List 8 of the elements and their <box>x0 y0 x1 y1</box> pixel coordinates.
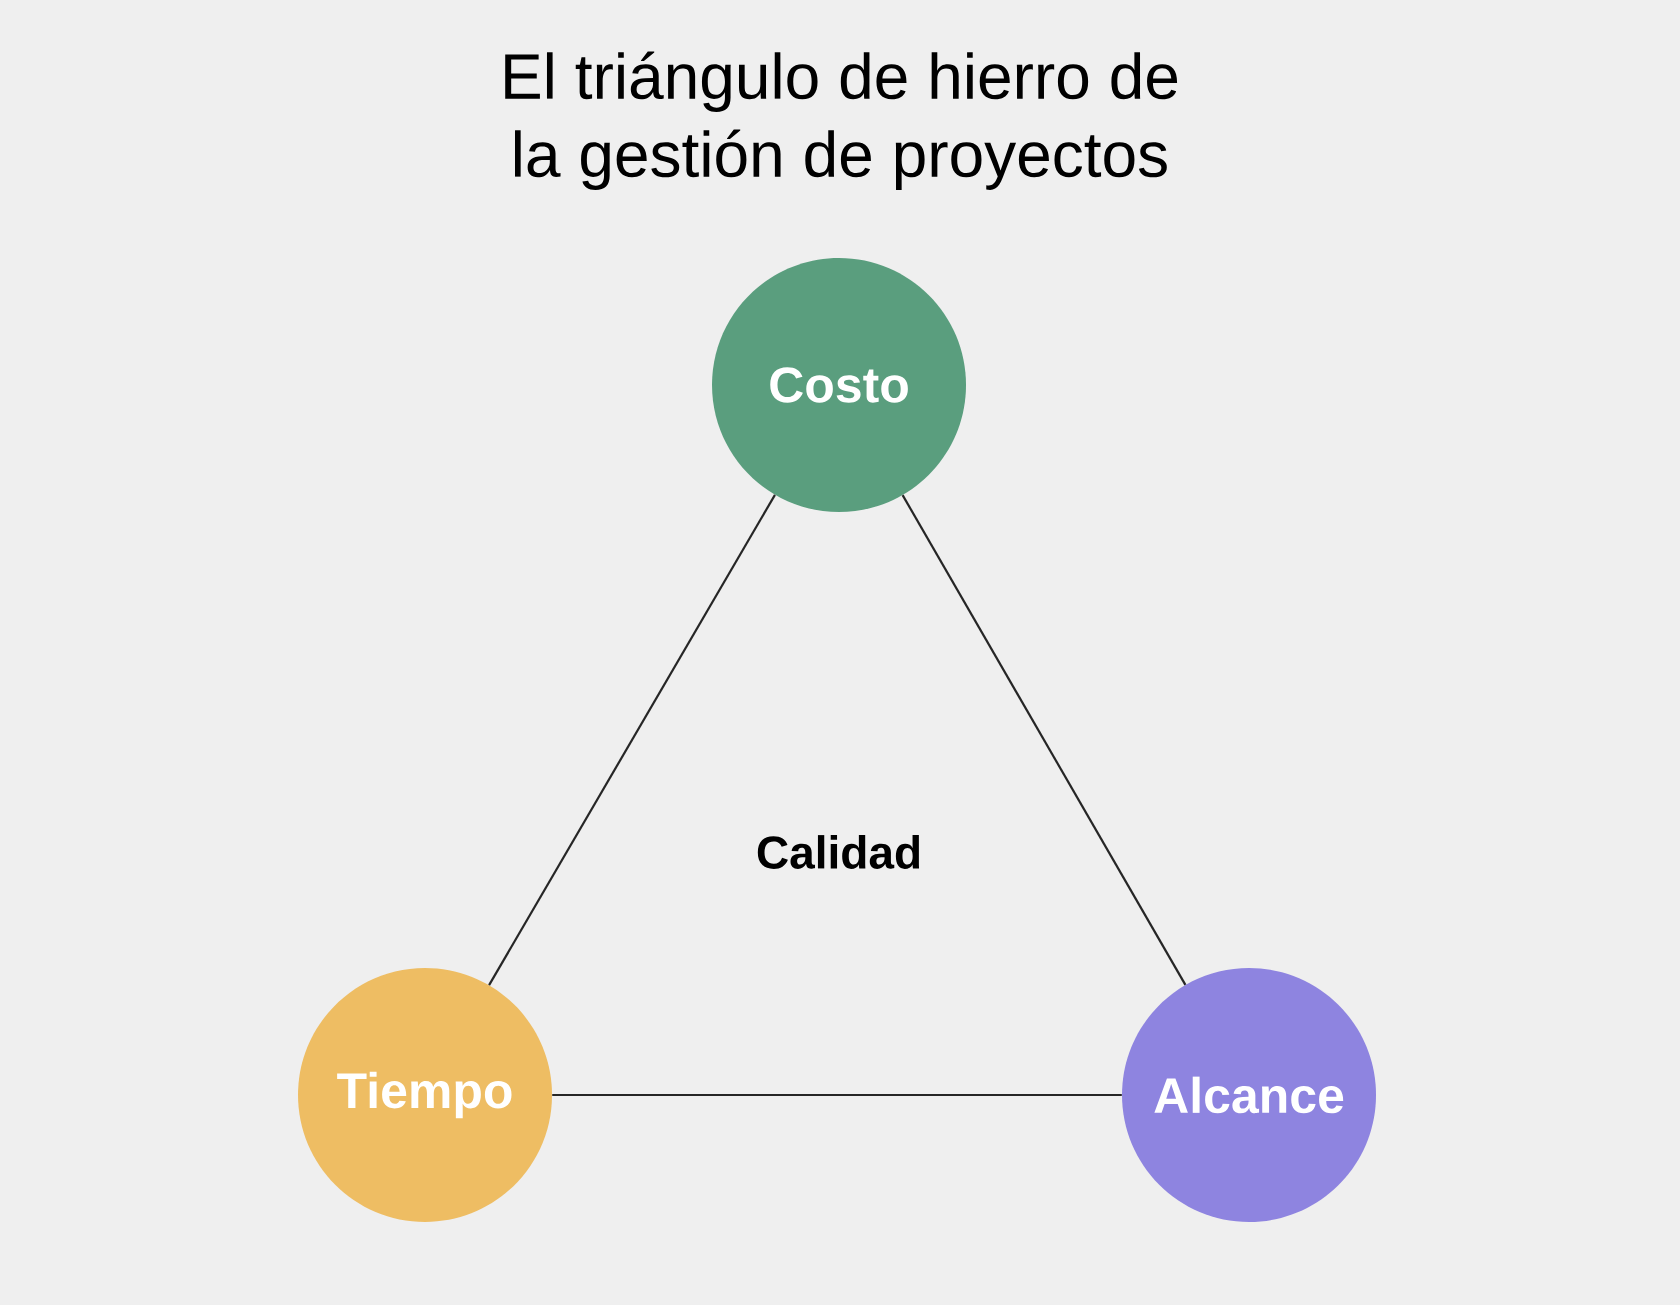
connector-line <box>901 494 1187 986</box>
title: El triángulo de hierro de la gestión de proyectos <box>505 51 1178 190</box>
circle-node: Tiempo <box>298 968 552 1222</box>
connector-line <box>488 494 776 986</box>
center-label: Calidad <box>757 835 920 869</box>
circle-node: Alcance <box>1122 968 1376 1222</box>
circle-node: Costo <box>712 258 966 512</box>
connector-line <box>552 1093 1122 1097</box>
